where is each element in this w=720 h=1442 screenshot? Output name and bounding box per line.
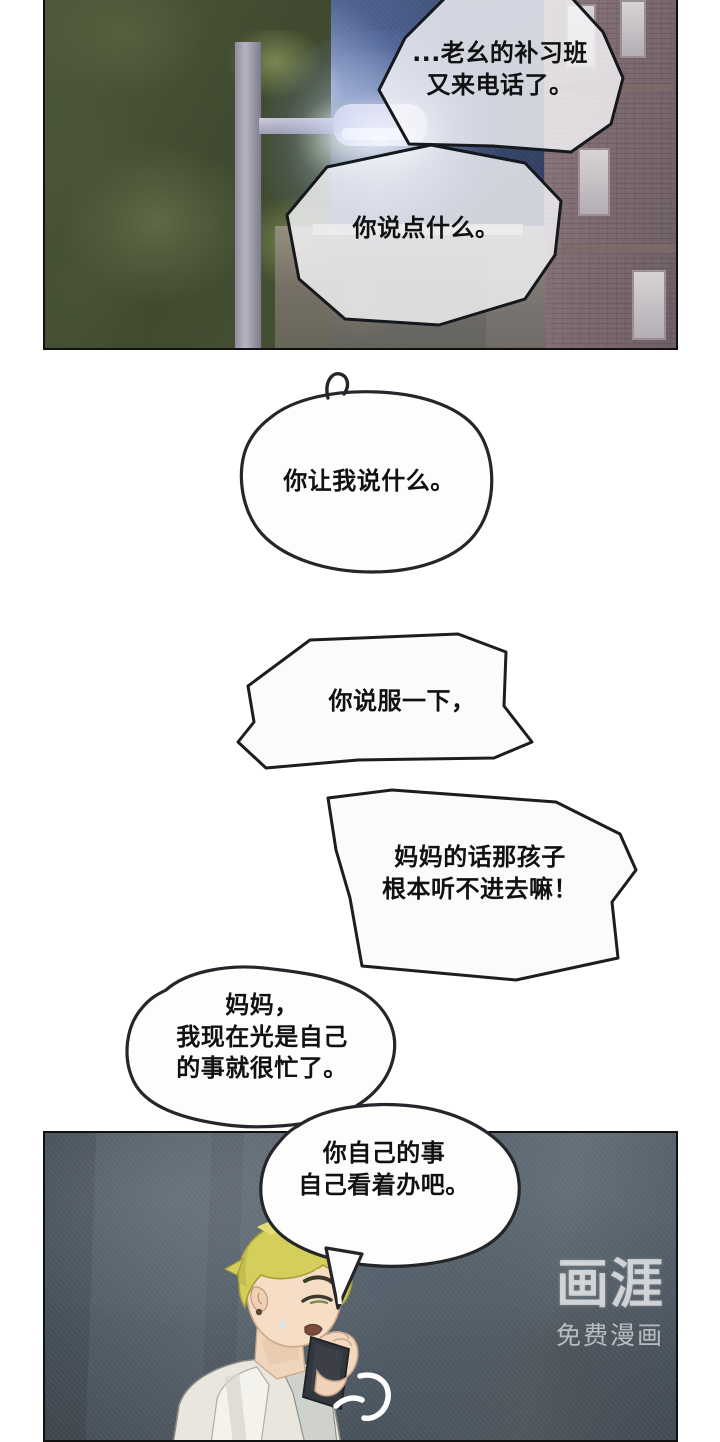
bubble-text: 你自己的事 自己看着办吧。 — [298, 1139, 470, 1199]
bubble-text: 你让我说什么。 — [283, 467, 455, 495]
bubble-handle-it-yourself: 你自己的事 自己看着办吧。 — [240, 1103, 528, 1310]
bubble-text: 你说服一下， — [328, 687, 476, 715]
bubble-text: 你说点什么。 — [352, 214, 500, 242]
bubble-persuade-him: 你说服一下， — [232, 630, 572, 830]
building-window — [620, 0, 646, 58]
bubble-im-busy: 妈妈， 我现在光是自己 的事就很忙了。 — [122, 965, 402, 1129]
bubble-cram-school-call: ...老幺的补习班 又来电话了。 — [375, 0, 625, 184]
sigh-mark-icon — [330, 1368, 394, 1430]
bubble-text: 妈妈的话那孩子 根本听不进去嘛！ — [382, 843, 578, 903]
bubble-text: ...老幺的补习班 又来电话了。 — [412, 39, 588, 99]
bubble-say-something: 你说点什么。 — [285, 143, 567, 333]
bubble-what-should-i-say: 你让我说什么。 — [228, 372, 510, 578]
lamp-arm — [259, 118, 339, 134]
building-window — [632, 270, 666, 340]
bubble-text: 妈妈， 我现在光是自己 的事就很忙了。 — [176, 991, 348, 1083]
lamp-pole — [235, 42, 261, 348]
building-ledge — [562, 244, 676, 253]
building-window — [578, 148, 610, 216]
bubble-kid-wont-listen: 妈妈的话那孩子 根本听不进去嘛！ — [320, 788, 640, 990]
